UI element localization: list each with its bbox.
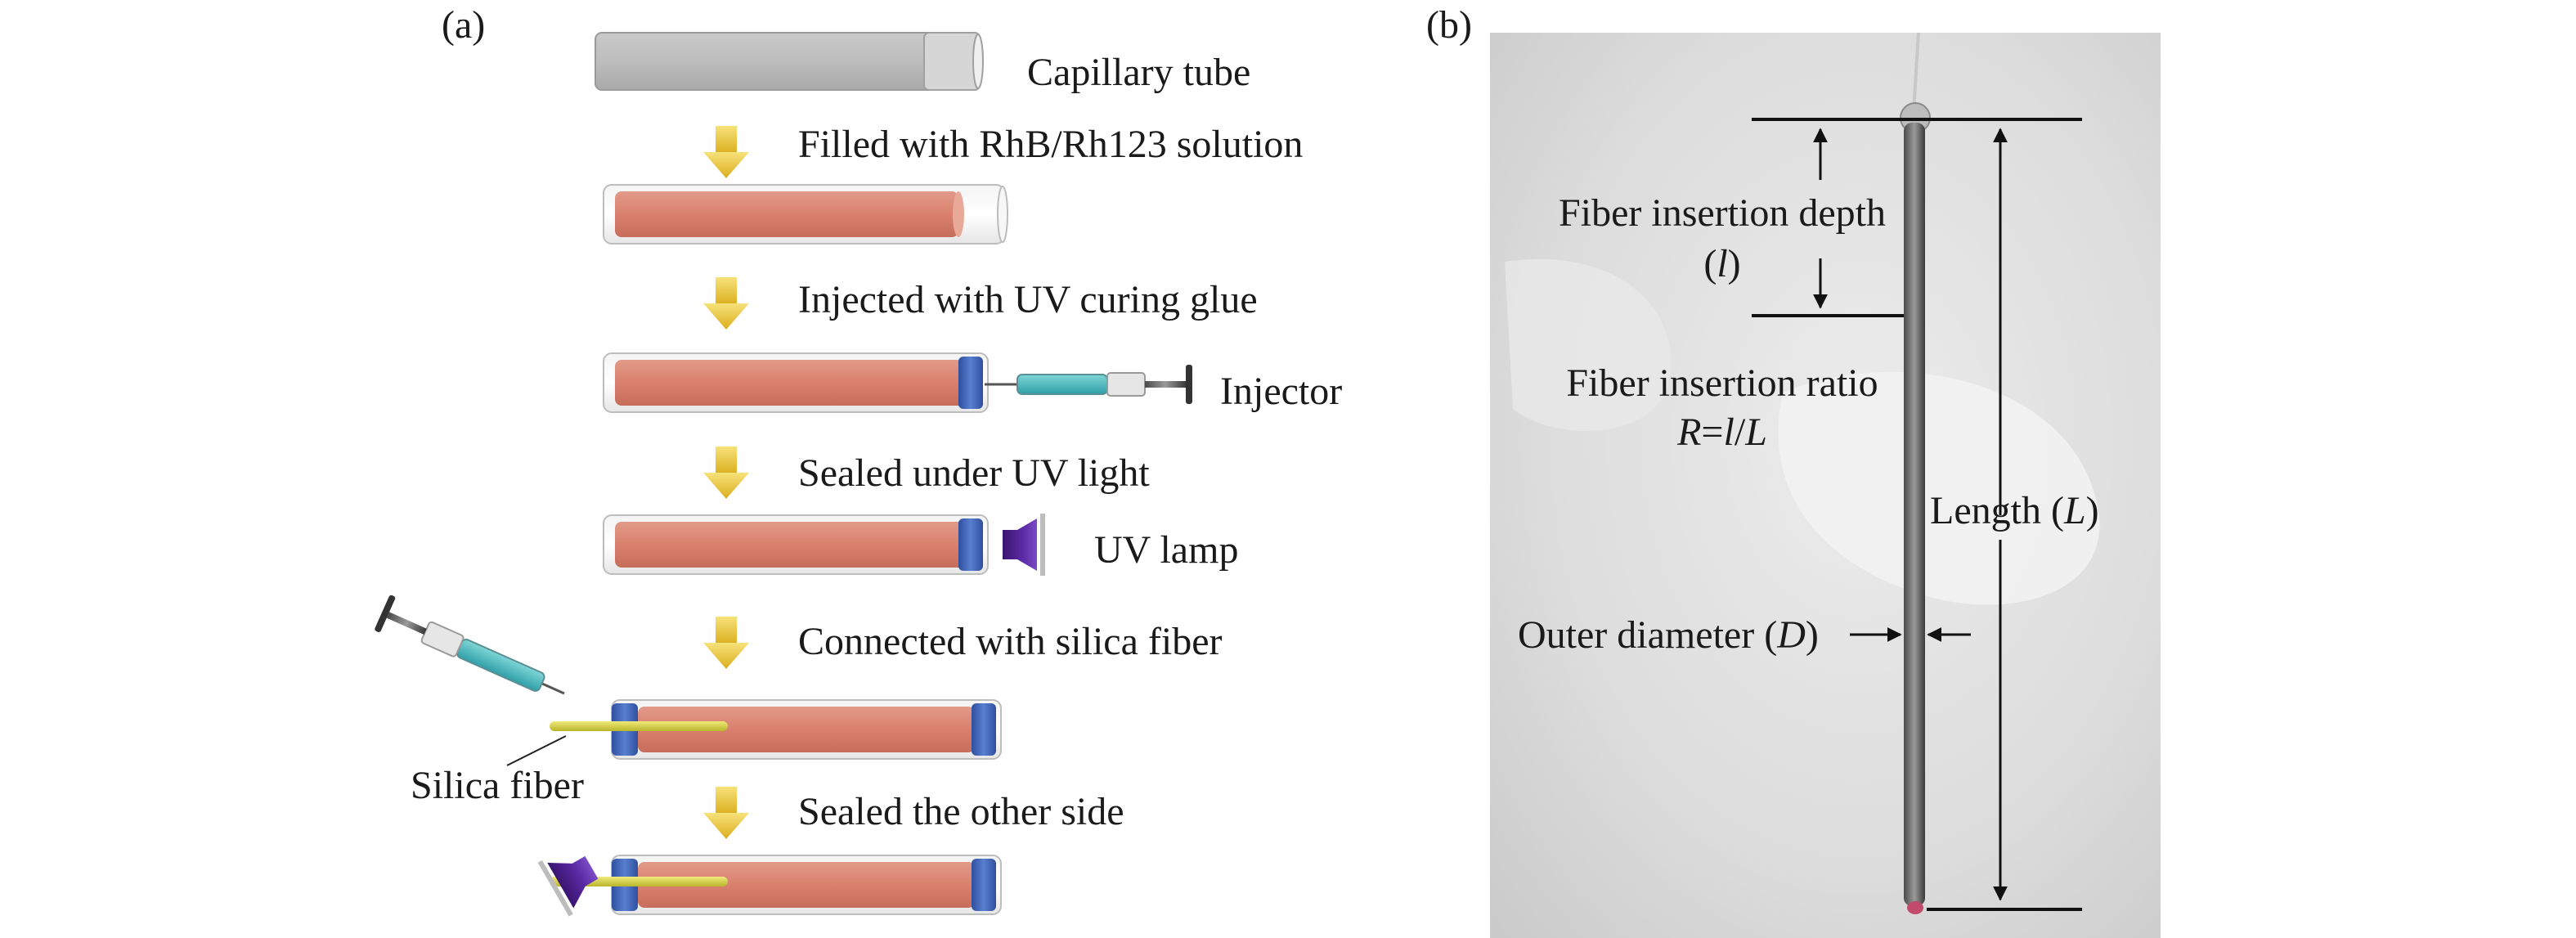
step-sealed-other-side: Sealed the other side (798, 790, 1124, 833)
capillary-tube-final (550, 855, 1002, 915)
label-insertion-depth: Fiber insertion depth (1559, 191, 1886, 235)
arrow-down-icon (703, 126, 749, 178)
capillary-tube-filled (603, 184, 1008, 245)
fiber-strand (1912, 32, 1920, 112)
step-connected-fiber: Connected with silica fiber (798, 620, 1223, 663)
capillary-rod (1904, 123, 1925, 906)
uv-lamp-tilted-icon (537, 855, 599, 917)
capillary-tube-sealed (603, 514, 989, 575)
label-length: Length (L) (1930, 489, 2099, 532)
silica-fiber-leader (506, 735, 567, 766)
capillary-tube-fiber (550, 699, 1002, 760)
injector-syringe-icon (985, 365, 1192, 404)
capillary-end-seal (1907, 901, 1923, 914)
injector-syringe-tilted-icon (375, 595, 565, 695)
step-injected-glue: Injected with UV curing glue (798, 278, 1258, 321)
capillary-tube-empty (595, 32, 984, 91)
capillary-tube-glue (603, 352, 989, 413)
arrow-down-icon (703, 447, 749, 499)
label-injector: Injector (1220, 370, 1342, 413)
uv-lamp-icon (1003, 514, 1045, 576)
arrow-down-icon (703, 277, 749, 330)
arrow-down-icon (703, 787, 749, 839)
label-insertion-ratio: Fiber insertion ratio (1566, 361, 1878, 405)
label-ratio-formula: R=l/L (1676, 411, 1767, 454)
label-outer-diameter: Outer diameter (D) (1518, 613, 1819, 657)
photo-light-patch (1778, 371, 2100, 605)
label-depth-symbol: (l) (1703, 242, 1740, 285)
label-silica-fiber: Silica fiber (411, 764, 584, 807)
panel-a-label: (a) (442, 3, 485, 47)
panel-a: (a) Capillary tube Filled with RhB/Rh123… (375, 3, 1342, 917)
panel-b: (b) Fiber insertion depth (l) Fiber inse… (1426, 3, 2161, 938)
step-capillary-tube: Capillary tube (1027, 51, 1250, 94)
step-filled-solution: Filled with RhB/Rh123 solution (798, 123, 1303, 166)
photo-light-patch (1505, 258, 1672, 432)
step-sealed-uv: Sealed under UV light (798, 451, 1150, 495)
panel-b-label: (b) (1426, 3, 1472, 47)
label-uv-lamp: UV lamp (1094, 528, 1238, 572)
arrow-down-icon (703, 617, 749, 669)
